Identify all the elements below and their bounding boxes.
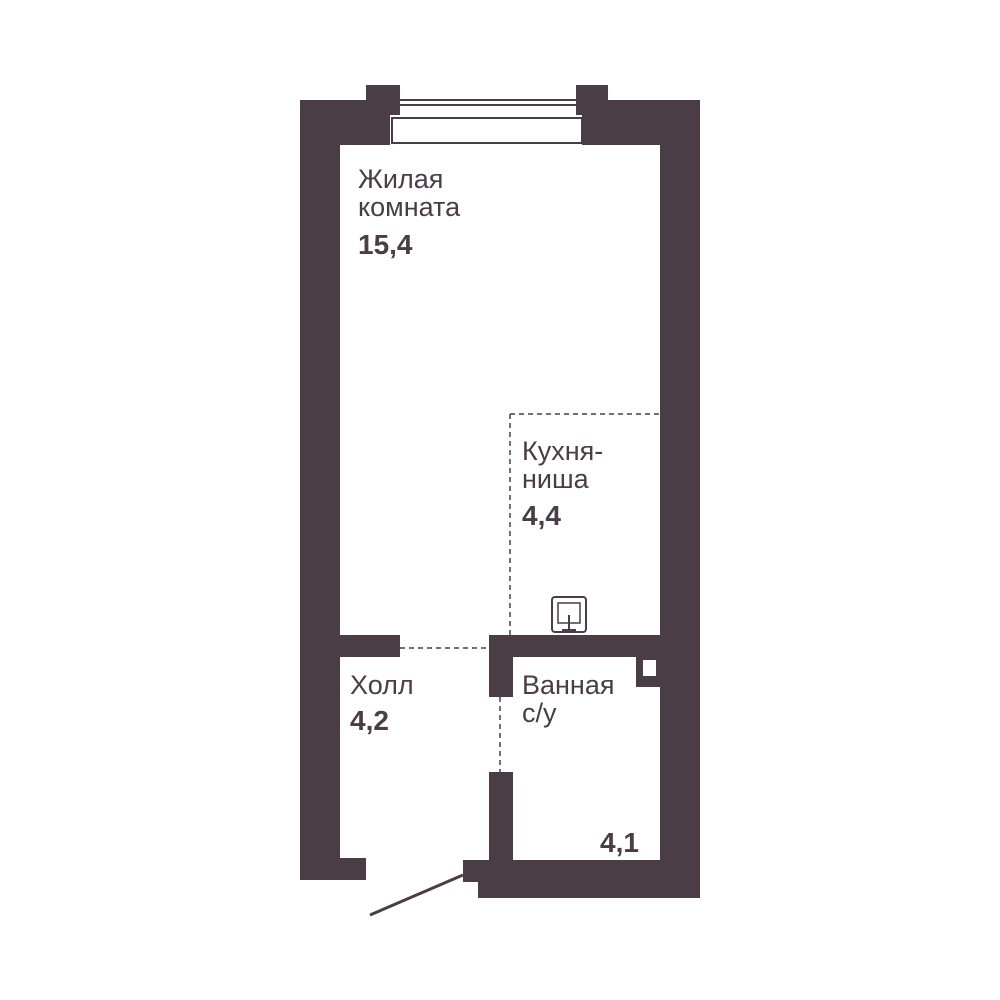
door-jamb [463,860,483,882]
sink-icon [551,596,587,633]
bathroom-top-wall [489,635,661,657]
bathroom-area: 4,1 [600,827,639,858]
walls [300,85,700,898]
window-icon [391,99,583,144]
shaft-icon [636,657,660,687]
hall-boundary-dashed [400,647,501,772]
left-wall [300,100,340,880]
living-room-name-line2: комната [358,192,461,222]
living-room-area: 15,4 [358,229,413,260]
hall-name: Холл [350,670,414,700]
hall-partition-stub [338,635,400,657]
bathroom-left-wall-lower [489,772,513,862]
entrance-door-icon [369,873,464,917]
kitchen-name-line2: ниша [522,464,590,494]
bottom-wall [478,860,700,898]
bathroom-name-line2: с/у [522,698,557,728]
right-wall [660,100,700,898]
kitchen-name-line1: Кухня- [522,436,603,466]
window-pier-right [576,85,608,115]
window-pier-left [366,85,400,115]
living-room-name-line1: Жилая [358,164,443,194]
hall-area: 4,2 [350,705,389,736]
kitchen-area: 4,4 [522,500,561,531]
bottom-left-stub [300,858,366,880]
kitchen-niche-outline [509,413,660,635]
bathroom-name-line1: Ванная [522,670,614,700]
bathroom-left-wall-upper [489,635,513,697]
